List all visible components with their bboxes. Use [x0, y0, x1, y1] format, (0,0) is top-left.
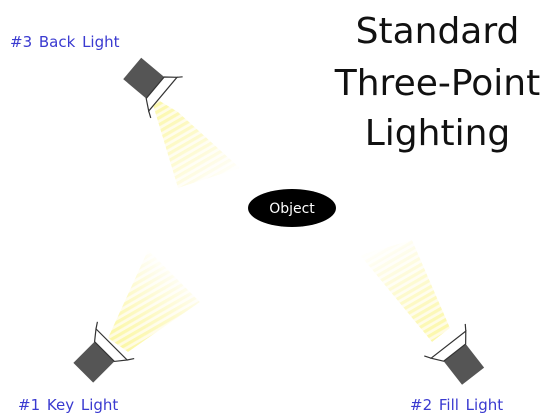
- title-line-1: Standard: [355, 11, 520, 52]
- key-light-beam: [108, 250, 200, 352]
- fill-light-lamp: [424, 323, 485, 385]
- fill-light-beam: [360, 240, 450, 342]
- back-light-lamp: [123, 57, 183, 119]
- back-light-beam: [150, 95, 240, 188]
- fill-light: [360, 240, 485, 385]
- title-line-2: Three-Point: [334, 63, 541, 104]
- object: Object: [248, 189, 336, 227]
- back-light: [123, 57, 240, 188]
- title-line-3: Lighting: [364, 113, 511, 154]
- key-light-label: #1 Key Light: [18, 396, 119, 414]
- fill-light-label: #2 Fill Light: [410, 396, 504, 414]
- key-light: [73, 250, 200, 383]
- key-light-lamp: [73, 321, 135, 383]
- object-ellipse: [248, 189, 336, 227]
- back-light-label: #3 Back Light: [10, 33, 120, 51]
- object-label: Object: [269, 201, 315, 217]
